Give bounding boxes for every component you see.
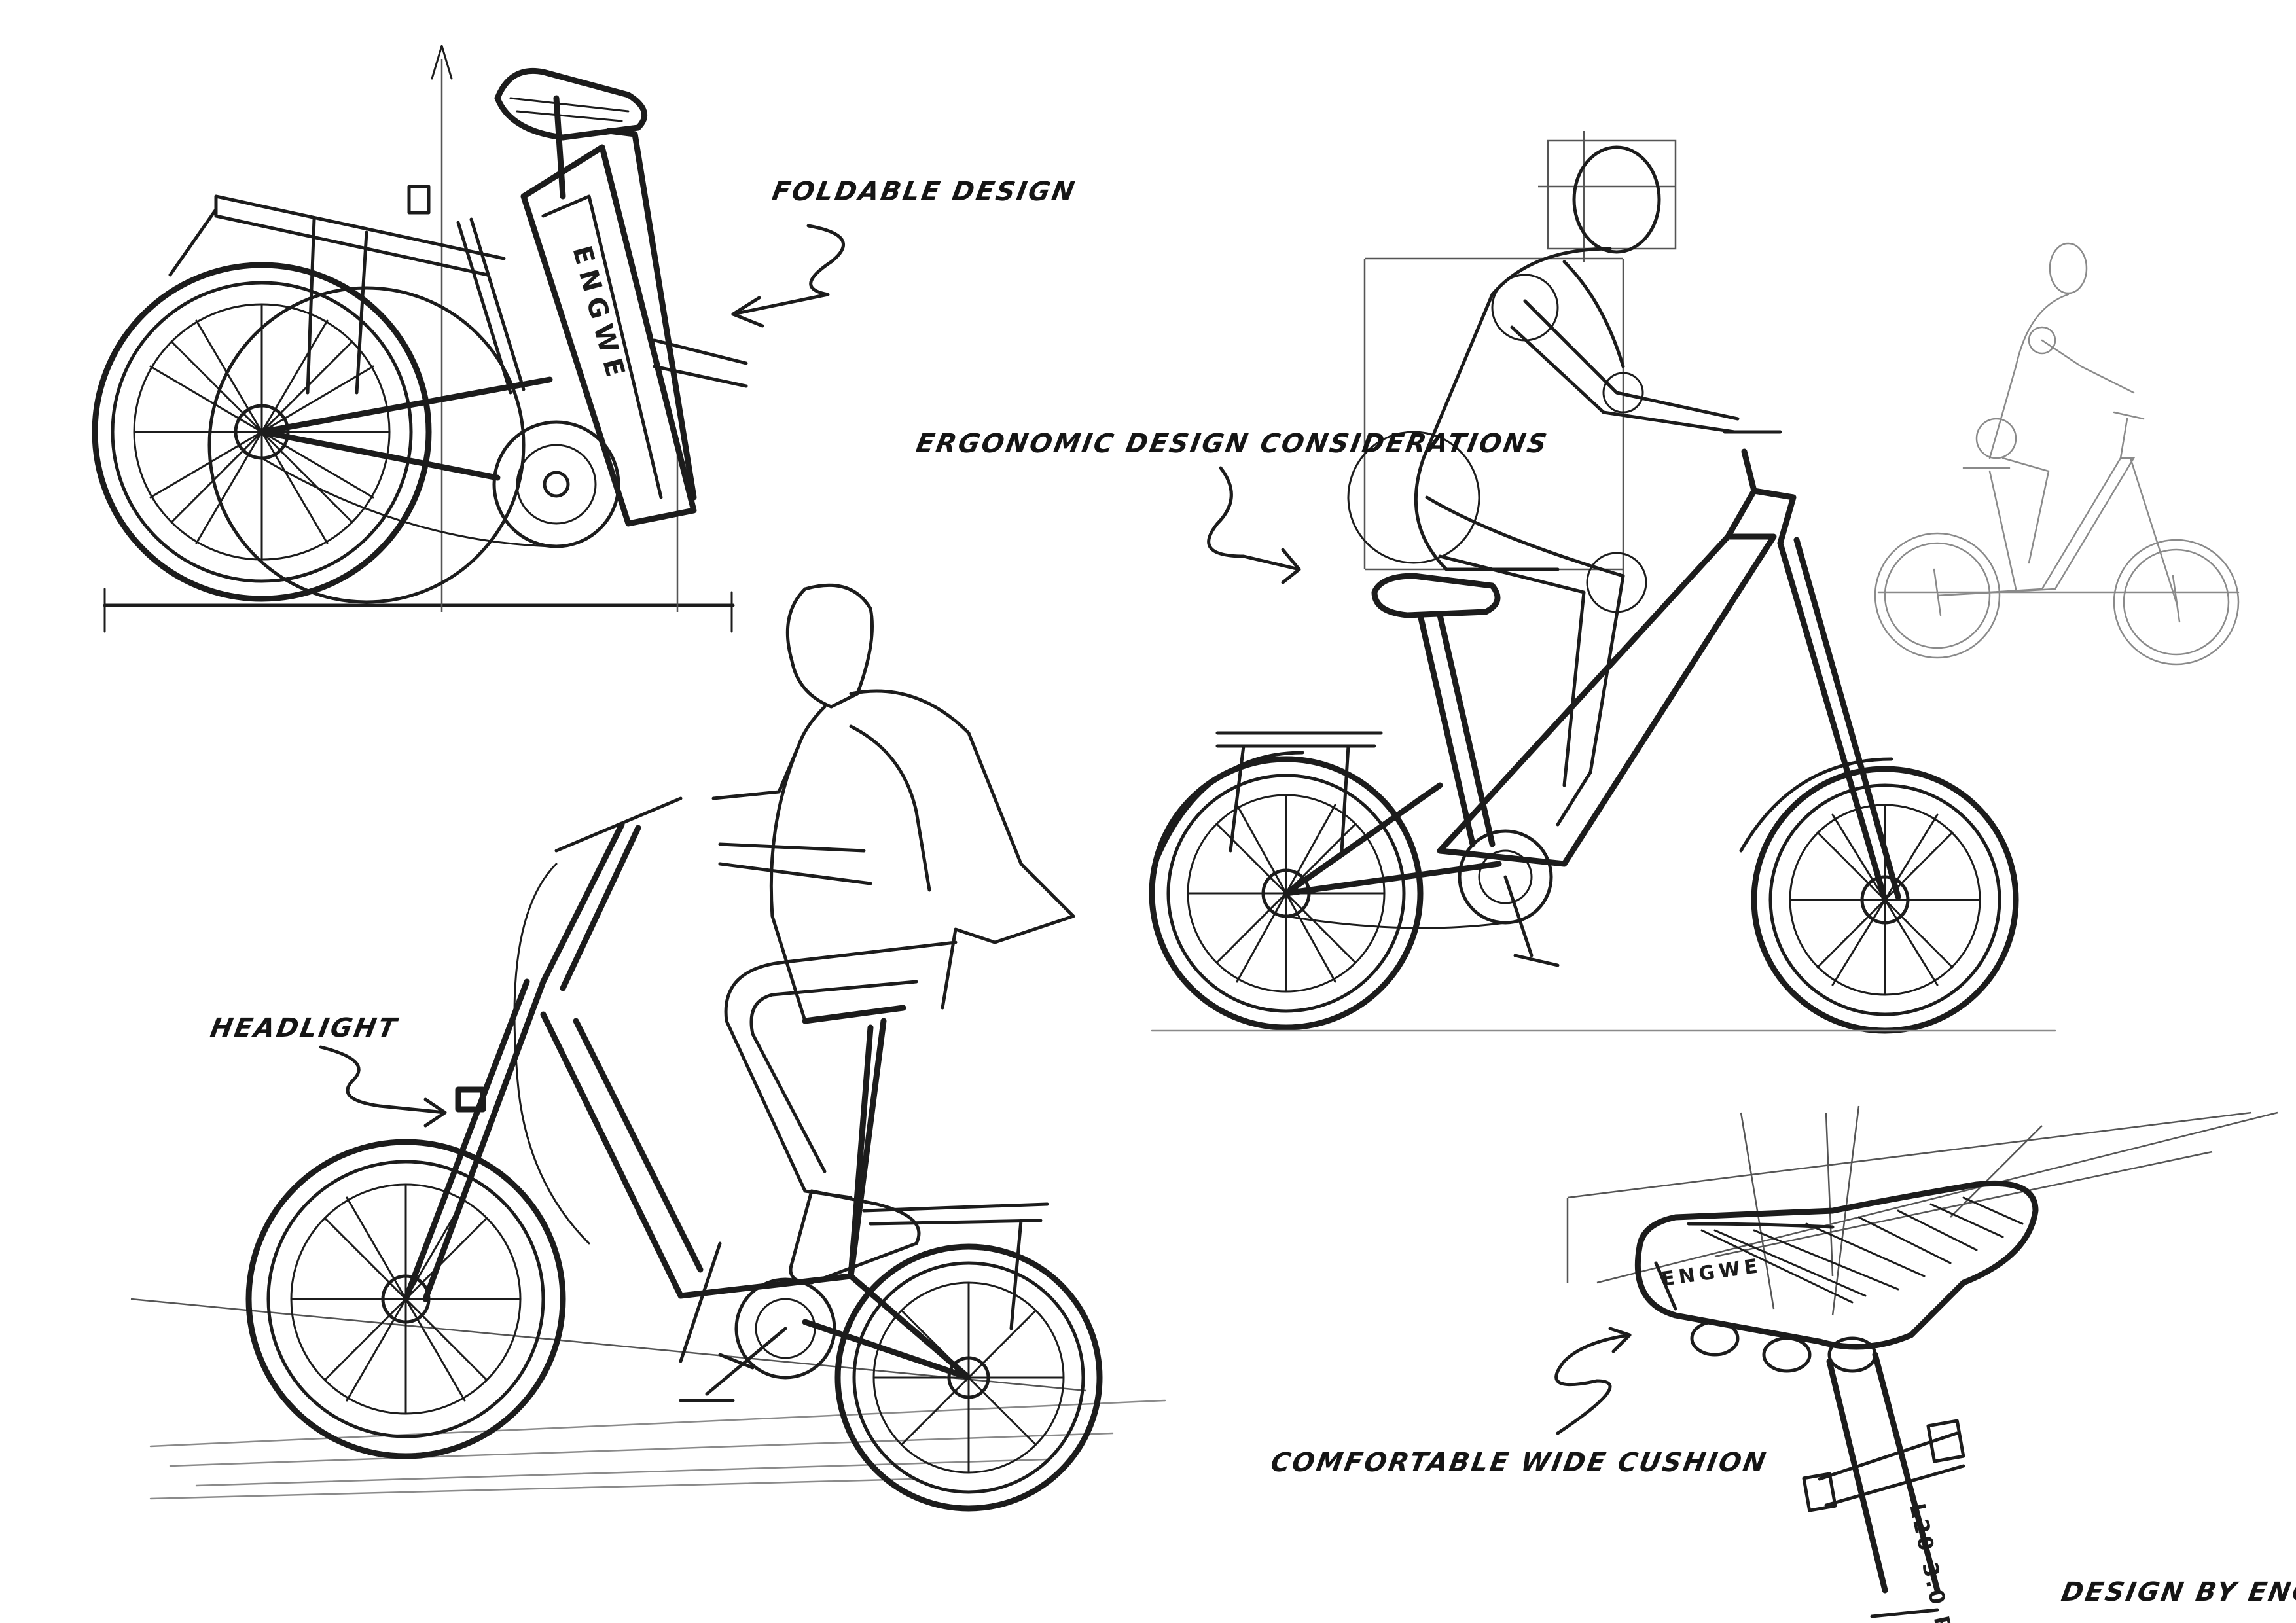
foldable-arrow	[731, 224, 845, 316]
saddle-logo-text: ENGWE	[1660, 1255, 1763, 1291]
design-credit-label: DESIGN BY ENGWE	[2058, 1577, 2296, 1607]
ergonomic-bike-sketch	[1149, 131, 2056, 1034]
headlight-arrow	[319, 1045, 447, 1115]
ergonomic-arrow	[1207, 466, 1301, 571]
folded-bike-sketch	[92, 45, 748, 633]
foldable-design-label: FOLDABLE DESIGN	[769, 177, 1079, 207]
headlight-mark	[455, 1086, 486, 1113]
saddle-detail-sketch	[1566, 1105, 2278, 1618]
rider-bike-sketch	[130, 583, 1166, 1512]
seatpost-text: L20 3.0 Pro	[1905, 1501, 1963, 1623]
headlight-label: HEADLIGHT	[207, 1013, 401, 1043]
cushion-arrow	[1554, 1333, 1632, 1435]
ergonomic-design-label: ERGONOMIC DESIGN CONSIDERATIONS	[913, 429, 1551, 459]
small-ergonomic-bike-sketch	[1874, 242, 2240, 666]
wide-cushion-label: COMFORTABLE WIDE CUSHION	[1268, 1448, 1770, 1478]
